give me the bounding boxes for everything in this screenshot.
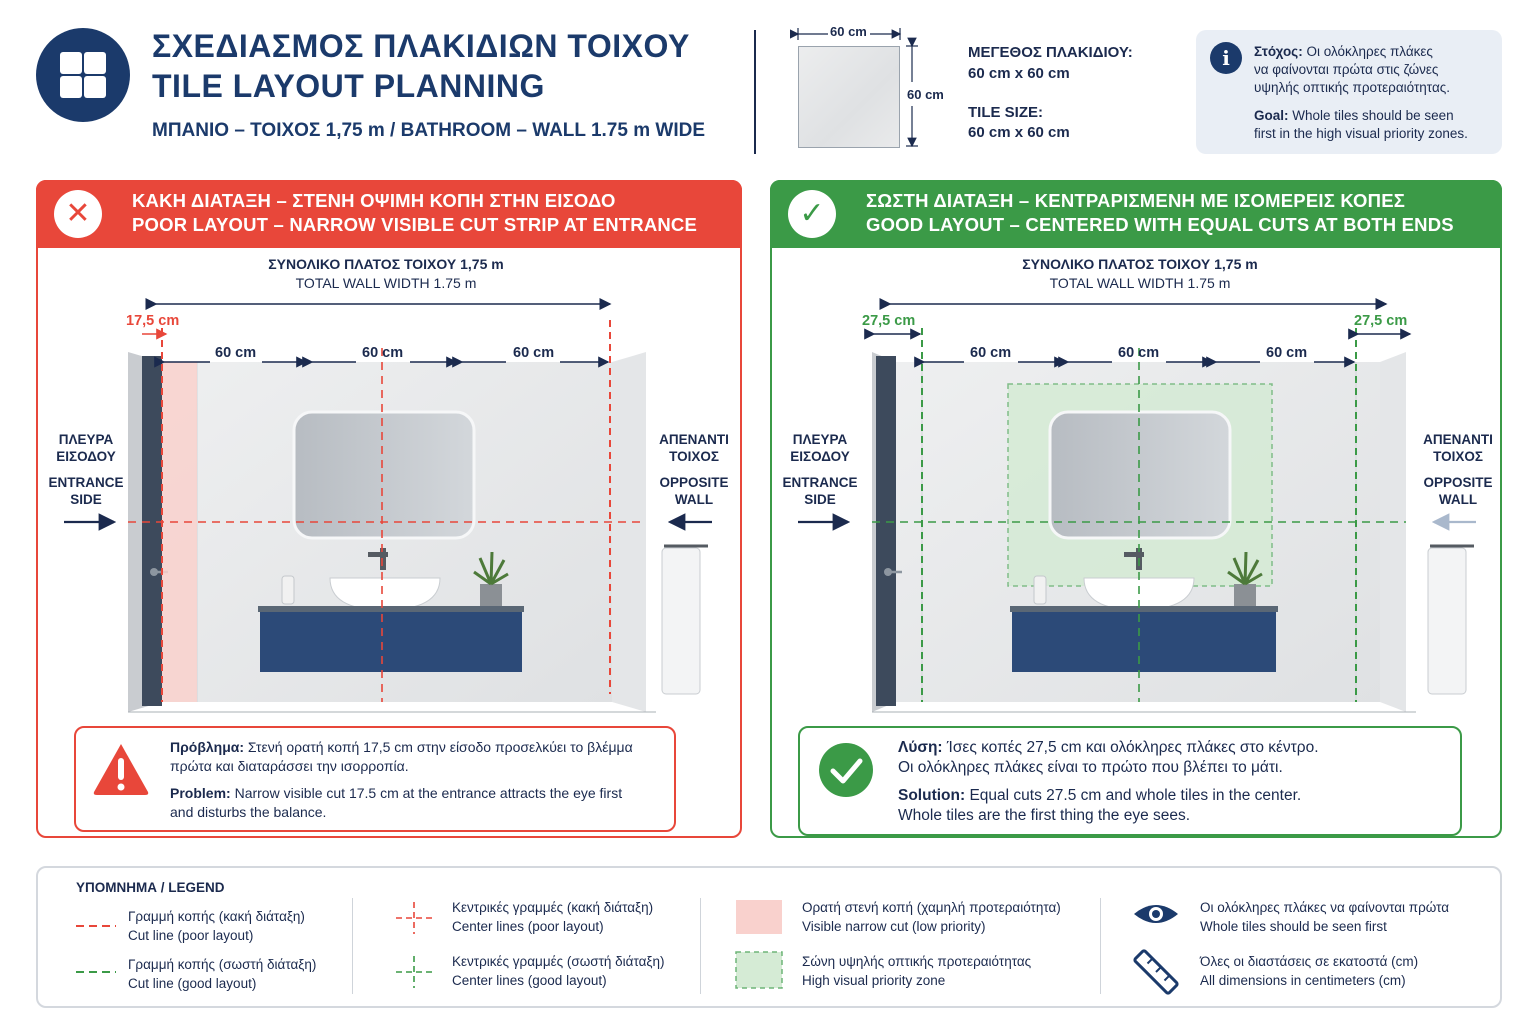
legend-cut-poor-english: Cut line (poor layout)	[128, 928, 254, 943]
legend-center-poor-greek: Κεντρικές γραμμές (κακή διάταξη)	[452, 900, 654, 915]
poor-tile-2-label: 60 cm	[362, 345, 404, 361]
cross-icon: ✕	[54, 190, 102, 238]
legend-center-good-english: Center lines (good layout)	[452, 973, 607, 988]
good-tile-2-label: 60 cm	[1118, 345, 1160, 361]
page-title-english: TILE LAYOUT PLANNING	[152, 68, 545, 104]
legend-cut-poor-greek: Γραμμή κοπής (κακή διάταξη)	[128, 909, 305, 924]
problem-english-line-2: and disturbs the balance.	[170, 804, 327, 820]
problem-greek-line-1: Πρόβλημα: Στενή ορατή κοπή 17,5 cm στην …	[170, 739, 633, 755]
info-icon: i	[1210, 42, 1242, 74]
legend-whole-tiles-greek: Οι ολόκληρες πλάκες να φαίνονται πρώτα	[1200, 900, 1450, 915]
good-tile-1-label: 60 cm	[970, 345, 1012, 361]
good-wall-width-english: TOTAL WALL WIDTH 1.75 m	[1049, 275, 1231, 291]
good-opposite-english-1: OPPOSITE	[1423, 475, 1493, 490]
legend-center-poor-english: Center lines (poor layout)	[452, 919, 604, 934]
check-circle-icon	[819, 743, 873, 797]
goal-greek-line-3: υψηλής οπτικής προτεραιότητας.	[1254, 80, 1451, 95]
good-opposite-english-2: WALL	[1438, 492, 1478, 507]
legend-title: ΥΠΟΜΝΗΜΑ / LEGEND	[76, 880, 225, 895]
legend-dimensions-greek: Όλες οι διαστάσεις σε εκατοστά (cm)	[1200, 954, 1419, 969]
good-layout-title-greek: ΣΩΣΤΗ ΔΙΑΤΑΞΗ – ΚΕΝΤΡΑΡΙΣΜΕΝΗ ΜΕ ΙΣΟΜΕΡΕ…	[866, 190, 1406, 211]
poor-wall-width-greek: ΣΥΝΟΛΙΚΟ ΠΛΑΤΟΣ ΤΟΙΧΟΥ 1,75 m	[268, 256, 504, 272]
good-opposite-greek-2: ΤΟΙΧΟΣ	[1433, 449, 1483, 464]
legend-narrow-cut-greek: Ορατή στενή κοπή (χαμηλή προτεραιότητα)	[802, 900, 1061, 915]
good-entrance-greek-1: ΠΛΕΥΡΑ	[792, 432, 848, 447]
good-layout-wall-drawing	[798, 298, 1476, 713]
good-layout-title-english: GOOD LAYOUT – CENTERED WITH EQUAL CUTS A…	[866, 214, 1454, 235]
legend-whole-tiles-english: Whole tiles should be seen first	[1200, 919, 1387, 934]
poor-opposite-english-1: OPPOSITE	[659, 475, 729, 490]
good-wall-width-greek: ΣΥΝΟΛΙΚΟ ΠΛΑΤΟΣ ΤΟΙΧΟΥ 1,75 m	[1022, 256, 1258, 272]
poor-opposite-greek-2: ΤΟΙΧΟΣ	[669, 449, 719, 464]
goal-english-line-1: Goal: Whole tiles should be seen	[1254, 108, 1454, 123]
solution-note: Λύση: Ίσες κοπές 27,5 cm και ολόκληρες π…	[798, 726, 1462, 836]
legend-priority-zone-greek: Σώνη υψηλής οπτικής προτεραιότητας	[802, 954, 1032, 969]
poor-tile-1-label: 60 cm	[215, 345, 257, 361]
poor-layout-wall-drawing	[64, 298, 712, 713]
legend-dimensions-english: All dimensions in centimeters (cm)	[1200, 973, 1406, 988]
tile-grid-logo-icon	[36, 28, 130, 122]
legend-box	[36, 866, 1502, 1008]
poor-layout-title-english: POOR LAYOUT – NARROW VISIBLE CUT STRIP A…	[132, 214, 698, 235]
legend-priority-zone-english: High visual priority zone	[802, 973, 946, 988]
good-opposite-greek-1: ΑΠΕΝΑΝΤΙ	[1423, 432, 1493, 447]
good-tile-3-label: 60 cm	[1266, 345, 1308, 361]
poor-layout-header: ✕ ΚΑΚΗ ΔΙΑΤΑΞΗ – ΣΤΕΝΗ ΟΨΙΜΗ ΚΟΠΗ ΣΤΗΝ Ε…	[36, 180, 742, 248]
poor-layout-title-greek: ΚΑΚΗ ΔΙΑΤΑΞΗ – ΣΤΕΝΗ ΟΨΙΜΗ ΚΟΠΗ ΣΤΗΝ ΕΙΣ…	[132, 190, 616, 211]
poor-wall-width-english: TOTAL WALL WIDTH 1.75 m	[295, 275, 477, 291]
poor-entrance-english-1: ENTRANCE	[48, 475, 124, 490]
legend-symbols	[76, 900, 1179, 995]
goal-greek-line-1: Στόχος: Οι ολόκληρες πλάκες	[1254, 44, 1433, 59]
solution-english-line-1: Solution: Equal cuts 27.5 cm and whole t…	[898, 787, 1302, 804]
legend-center-good-greek: Κεντρικές γραμμές (σωστή διάταξη)	[452, 954, 665, 969]
poor-entrance-english-2: SIDE	[70, 492, 102, 507]
good-entrance-english-1: ENTRANCE	[782, 475, 858, 490]
legend-divider-2	[700, 898, 701, 994]
problem-english-line-1: Problem: Narrow visible cut 17.5 cm at t…	[170, 785, 623, 801]
poor-entrance-greek-2: ΕΙΣΟΔΟΥ	[56, 449, 116, 464]
legend-cut-good-english: Cut line (good layout)	[128, 976, 257, 991]
problem-note: Πρόβλημα: Στενή ορατή κοπή 17,5 cm στην …	[74, 726, 676, 832]
poor-tile-3-label: 60 cm	[513, 345, 555, 361]
page-title-greek: ΣΧΕΔΙΑΣΜΟΣ ΠΛΑΚΙΔΙΩΝ ΤΟΙΧΟΥ	[152, 28, 690, 64]
legend-cut-good-greek: Γραμμή κοπής (σωστή διάταξη)	[128, 957, 317, 972]
solution-greek-line-1: Λύση: Ίσες κοπές 27,5 cm και ολόκληρες π…	[898, 739, 1319, 756]
solution-greek-line-2: Οι ολόκληρες πλάκες είναι το πρώτο που β…	[898, 759, 1283, 776]
tile-swatch	[798, 46, 900, 148]
poor-opposite-greek-1: ΑΠΕΝΑΝΤΙ	[659, 432, 729, 447]
good-cut-left-label: 27,5 cm	[862, 313, 916, 329]
tile-height-label: 60 cm	[907, 87, 944, 102]
goal-info-box	[1196, 30, 1502, 154]
tile-width-label: 60 cm	[830, 24, 867, 39]
solution-english-line-2: Whole tiles are the first thing the eye …	[898, 807, 1191, 824]
tile-size-english-value: 60 cm x 60 cm	[968, 124, 1070, 141]
tile-size-greek-label: ΜΕΓΕΘΟΣ ΠΛΑΚΙΔΙΟΥ:	[968, 44, 1133, 61]
problem-greek-line-2: πρώτα και διαταράσσει την ισορροπία.	[170, 758, 409, 774]
poor-cut-width-label: 17,5 cm	[126, 313, 180, 329]
tile-size-greek-value: 60 cm x 60 cm	[968, 65, 1070, 82]
warning-icon	[93, 744, 149, 795]
header-divider	[754, 30, 756, 154]
good-entrance-english-2: SIDE	[804, 492, 836, 507]
poor-entrance-greek-1: ΠΛΕΥΡΑ	[58, 432, 114, 447]
good-entrance-greek-2: ΕΙΣΟΔΟΥ	[790, 449, 850, 464]
legend-divider-1	[352, 898, 353, 994]
tile-size-dimension-lines	[790, 28, 918, 148]
check-icon: ✓	[788, 190, 836, 238]
good-cut-right-label: 27,5 cm	[1354, 313, 1408, 329]
legend-narrow-cut-english: Visible narrow cut (low priority)	[802, 919, 986, 934]
good-layout-header: ✓ ΣΩΣΤΗ ΔΙΑΤΑΞΗ – ΚΕΝΤΡΑΡΙΣΜΕΝΗ ΜΕ ΙΣΟΜΕ…	[770, 180, 1502, 248]
goal-greek-line-2: να φαίνονται πρώτα στις ζώνες	[1254, 62, 1439, 77]
goal-english-line-2: first in the high visual priority zones.	[1254, 126, 1468, 141]
poor-opposite-english-2: WALL	[674, 492, 714, 507]
legend-divider-3	[1100, 898, 1101, 994]
page-subtitle: ΜΠΑΝΙΟ – ΤΟΙΧΟΣ 1,75 m / BATHROOM – WALL…	[152, 120, 705, 141]
tile-size-english-label: TILE SIZE:	[968, 104, 1043, 121]
